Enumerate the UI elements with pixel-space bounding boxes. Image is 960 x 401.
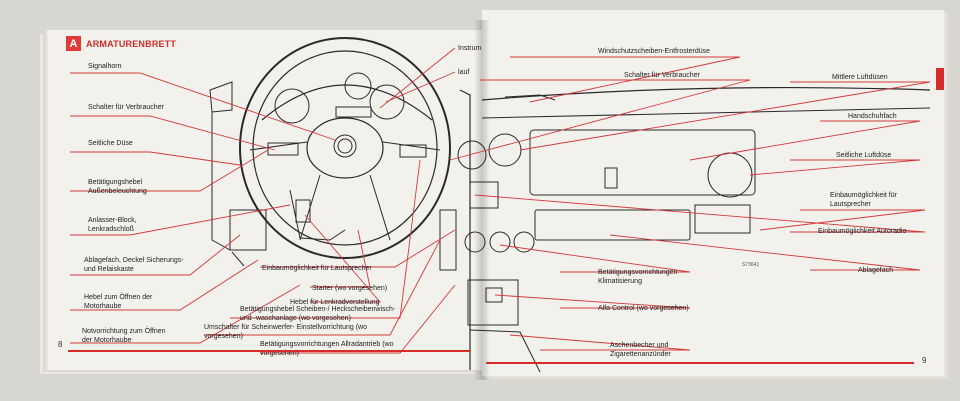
vent-side-icon (707, 152, 753, 198)
leader-lines (70, 47, 931, 354)
label-seitliche-duese: Seitliche Düse (88, 140, 133, 147)
label-signalhorn: Signalhorn (88, 63, 122, 70)
bottom-rule-right (486, 362, 914, 364)
section-tab-marker (936, 68, 944, 90)
right-page (482, 10, 944, 376)
section-letter-badge: A (66, 36, 81, 51)
figure-code: S73641 (742, 262, 760, 268)
label-hebel-lenkrad: Hebel für Lenkradverstellung (290, 299, 380, 306)
label-aschenbecher: Aschenbecher und Zigarettenanzünder (610, 342, 671, 358)
section-title: ARMATURENBRETT (86, 38, 177, 49)
label-hebel-motorhaube: Hebel zum Öffnen der Motorhaube (84, 294, 153, 310)
label-schalter-verbraucher-left: Schalter für Verbraucher (88, 104, 164, 111)
alfa-control-panel (467, 279, 519, 326)
label-lauf: lauf (458, 69, 470, 76)
vent-center-icon (488, 133, 522, 167)
label-windschutz: Windschutzscheiben-Entfrosterdüse (598, 48, 711, 55)
page-number-left: 8 (58, 340, 63, 349)
label-betaetigungshebel-scheiben: Betätigungshebel Scheiben-/ Heckscheiben… (240, 306, 396, 322)
label-seitliche-luftduese: Seitliche Luftdüse (836, 152, 892, 159)
dashboard-drawing (209, 37, 931, 373)
label-ablagefach: Ablagefach (858, 267, 894, 274)
label-alfa-control: Alfa Control (wo vorgesehen) (598, 305, 689, 312)
page-number-right: 9 (922, 356, 927, 365)
section-header: A ARMATURENBRETT (66, 36, 176, 51)
label-starter: Starter (wo vorgesehen) (312, 285, 388, 292)
label-allrad: Betätigungsvorrichtungen Allradantrieb (… (260, 341, 394, 357)
radio-slot (534, 209, 691, 241)
steering-wheel-outer (239, 37, 451, 259)
label-betaetigungshebel-aussen: Betätigungshebel Außenbeleuchtung (88, 179, 147, 195)
label-schalter-verbraucher-right: Schalter für Verbraucher (624, 72, 700, 79)
label-ablagefach-deckel: Ablagefach, Deckel Sicherungs- und Relai… (84, 257, 184, 273)
label-einbau-autoradio: Einbaumöglichkeit Autoradio (818, 228, 907, 235)
left-page (48, 30, 482, 370)
label-handschuhfach: Handschuhfach (848, 113, 897, 120)
label-einbau-lautsprecher-center: Einbaumöglichkeit für Lautsprecher (262, 265, 372, 272)
alfa-logo-icon (333, 134, 357, 158)
label-anlasser-block: Anlasser-Block, Lenkradschloß (88, 217, 137, 233)
label-umschalter: Umschalter für Scheinwerfer- Einstellvor… (204, 324, 367, 340)
label-einbau-lautsprecher-right: Einbaumöglichkeit für Lautsprecher (830, 192, 897, 208)
gauge-right (369, 84, 405, 120)
label-instrumente: Instrum (458, 45, 482, 52)
label-mittlere-luftduesen: Mittlere Luftdüsen (832, 74, 888, 81)
label-notvorrichtung: Notvorrichtung zum Öffnen der Motorhaube (82, 328, 166, 344)
label-klimatisierung: Betätigungsvorrichtungen Klimatisierung (598, 269, 678, 285)
glovebox (529, 129, 756, 196)
bottom-rule-left (68, 350, 470, 352)
gauge-left (274, 88, 310, 124)
